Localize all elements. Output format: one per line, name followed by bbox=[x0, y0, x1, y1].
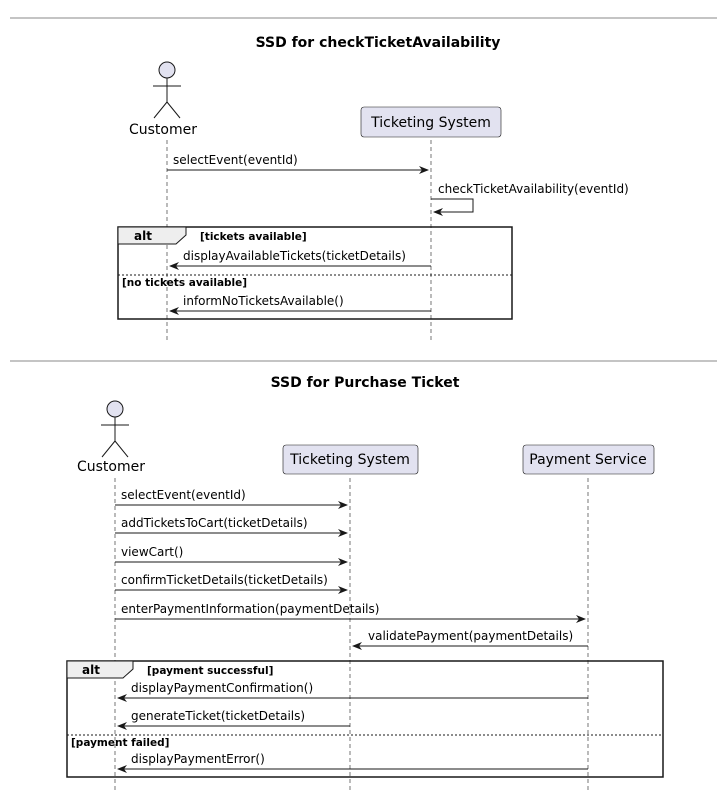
message: enterPaymentInformation(paymentDetails) bbox=[115, 602, 586, 623]
actor-customer: Customer bbox=[129, 61, 197, 138]
diagram-title: SSD for checkTicketAvailability bbox=[256, 35, 501, 51]
message: displayPaymentError() bbox=[117, 752, 588, 773]
message: generateTicket(ticketDetails) bbox=[117, 709, 350, 730]
message: validatePayment(paymentDetails) bbox=[352, 629, 588, 650]
svg-text:displayPaymentError(): displayPaymentError() bbox=[131, 752, 265, 766]
self-message: checkTicketAvailability(eventId) bbox=[431, 182, 629, 216]
message: addTicketsToCart(ticketDetails) bbox=[115, 516, 348, 537]
svg-text:selectEvent(eventId): selectEvent(eventId) bbox=[173, 153, 298, 167]
message: confirmTicketDetails(ticketDetails) bbox=[115, 573, 348, 594]
diagram-purchase-ticket: SSD for Purchase Ticket Customer Ticketi… bbox=[10, 360, 717, 790]
svg-text:[tickets available]: [tickets available] bbox=[200, 231, 307, 243]
svg-text:checkTicketAvailability(eventI: checkTicketAvailability(eventId) bbox=[438, 182, 629, 196]
participant-ticketing-system: Ticketing System bbox=[282, 444, 419, 475]
actor-label: Customer bbox=[77, 459, 145, 475]
svg-text:generateTicket(ticketDetails): generateTicket(ticketDetails) bbox=[131, 709, 305, 723]
person-icon bbox=[101, 400, 129, 458]
svg-text:informNoTicketsAvailable(): informNoTicketsAvailable() bbox=[183, 294, 344, 308]
svg-text:displayPaymentConfirmation(): displayPaymentConfirmation() bbox=[131, 681, 313, 695]
svg-text:confirmTicketDetails(ticketDet: confirmTicketDetails(ticketDetails) bbox=[121, 573, 328, 587]
message: selectEvent(eventId) bbox=[115, 488, 348, 509]
svg-text:[payment successful]: [payment successful] bbox=[147, 665, 273, 677]
diagram-check-availability: SSD for checkTicketAvailability Customer… bbox=[10, 17, 717, 340]
svg-text:addTicketsToCart(ticketDetails: addTicketsToCart(ticketDetails) bbox=[121, 516, 308, 530]
svg-text:enterPaymentInformation(paymen: enterPaymentInformation(paymentDetails) bbox=[121, 602, 379, 616]
svg-text:[no tickets available]: [no tickets available] bbox=[122, 277, 247, 289]
alt-fragment: alt [payment successful] displayPaymentC… bbox=[66, 660, 664, 778]
svg-text:alt: alt bbox=[82, 663, 100, 677]
message: informNoTicketsAvailable() bbox=[169, 294, 431, 315]
svg-text:[payment failed]: [payment failed] bbox=[71, 737, 169, 749]
svg-text:selectEvent(eventId): selectEvent(eventId) bbox=[121, 488, 246, 502]
participant-label: Payment Service bbox=[529, 452, 646, 468]
diagram-title: SSD for Purchase Ticket bbox=[271, 375, 460, 391]
message: viewCart() bbox=[115, 545, 348, 566]
participant-payment-service: Payment Service bbox=[522, 444, 655, 475]
message: displayPaymentConfirmation() bbox=[117, 681, 588, 702]
participant-label: Ticketing System bbox=[370, 115, 491, 131]
actor-customer: Customer bbox=[77, 400, 145, 475]
participant-label: Ticketing System bbox=[289, 452, 410, 468]
svg-text:displayAvailableTickets(ticket: displayAvailableTickets(ticketDetails) bbox=[183, 249, 406, 263]
person-icon bbox=[153, 61, 181, 119]
svg-text:alt: alt bbox=[134, 229, 152, 243]
alt-fragment: alt [tickets available] displayAvailable… bbox=[117, 226, 513, 320]
svg-text:validatePayment(paymentDetails: validatePayment(paymentDetails) bbox=[368, 629, 573, 643]
message: displayAvailableTickets(ticketDetails) bbox=[169, 249, 431, 270]
message: selectEvent(eventId) bbox=[167, 153, 429, 174]
participant-ticketing-system: Ticketing System bbox=[360, 106, 502, 138]
svg-text:viewCart(): viewCart() bbox=[121, 545, 183, 559]
actor-label: Customer bbox=[129, 122, 197, 138]
